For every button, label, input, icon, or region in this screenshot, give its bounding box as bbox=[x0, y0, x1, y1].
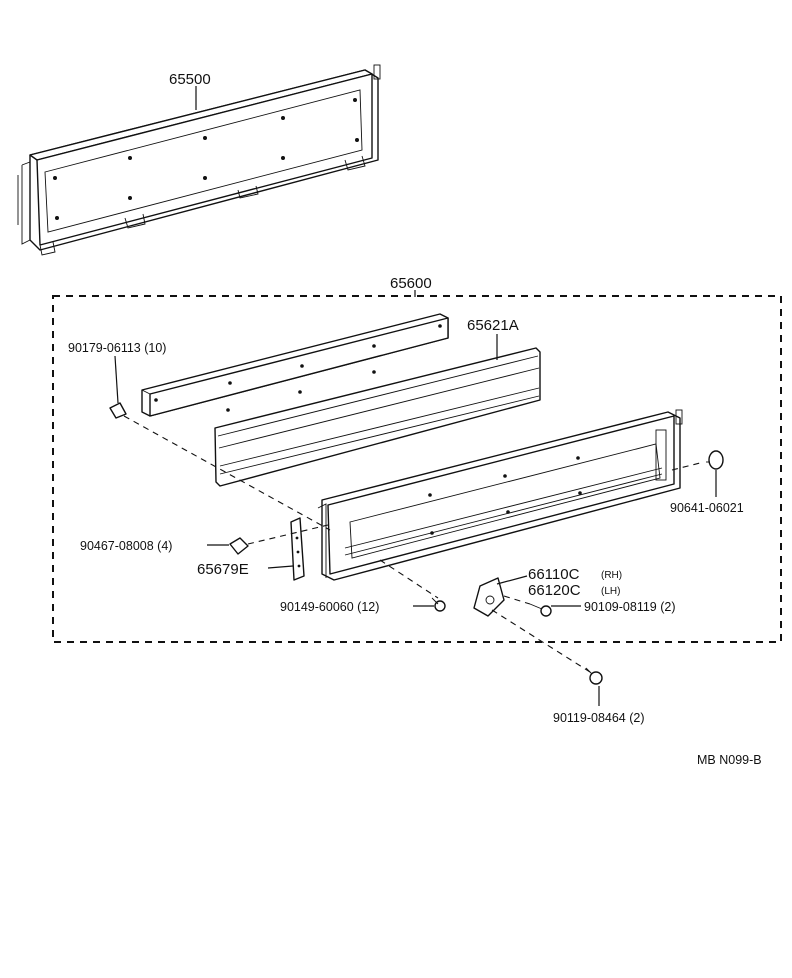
panel-board bbox=[141, 313, 449, 417]
label-66120C-side: (LH) bbox=[601, 586, 620, 597]
bracket-65679E bbox=[290, 517, 305, 581]
screw-90149 bbox=[431, 597, 446, 612]
bolt-90119 bbox=[585, 667, 603, 685]
cushion-90467 bbox=[229, 537, 249, 555]
label-66120C: 66120C bbox=[528, 582, 581, 599]
frame-assembly bbox=[317, 409, 683, 581]
label-65600: 65600 bbox=[390, 275, 432, 292]
label-65621A: 65621A bbox=[467, 317, 519, 334]
cushion-90641 bbox=[706, 450, 724, 470]
label-65679E: 65679E bbox=[197, 561, 249, 578]
label-90641: 90641-06021 bbox=[670, 501, 744, 515]
clip-90179 bbox=[109, 402, 127, 419]
tailgate-assembly-65500 bbox=[17, 64, 381, 256]
label-90467: 90467-08008 (4) bbox=[80, 539, 172, 553]
hinge-66110C-66120C bbox=[473, 577, 505, 617]
label-66110C: 66110C bbox=[528, 566, 580, 583]
label-66110C-side: (RH) bbox=[601, 570, 622, 581]
label-90149: 90149-60060 (12) bbox=[280, 600, 379, 614]
assembly-group-box bbox=[52, 295, 782, 643]
label-90119: 90119-08464 (2) bbox=[553, 711, 645, 725]
bolt-90109 bbox=[529, 603, 552, 617]
diagram-code: MB N099-B bbox=[697, 753, 762, 767]
channel-65621A bbox=[214, 347, 541, 487]
label-90109: 90109-08119 (2) bbox=[584, 600, 676, 614]
label-65500: 65500 bbox=[169, 71, 211, 88]
label-90179: 90179-06113 (10) bbox=[68, 341, 166, 355]
